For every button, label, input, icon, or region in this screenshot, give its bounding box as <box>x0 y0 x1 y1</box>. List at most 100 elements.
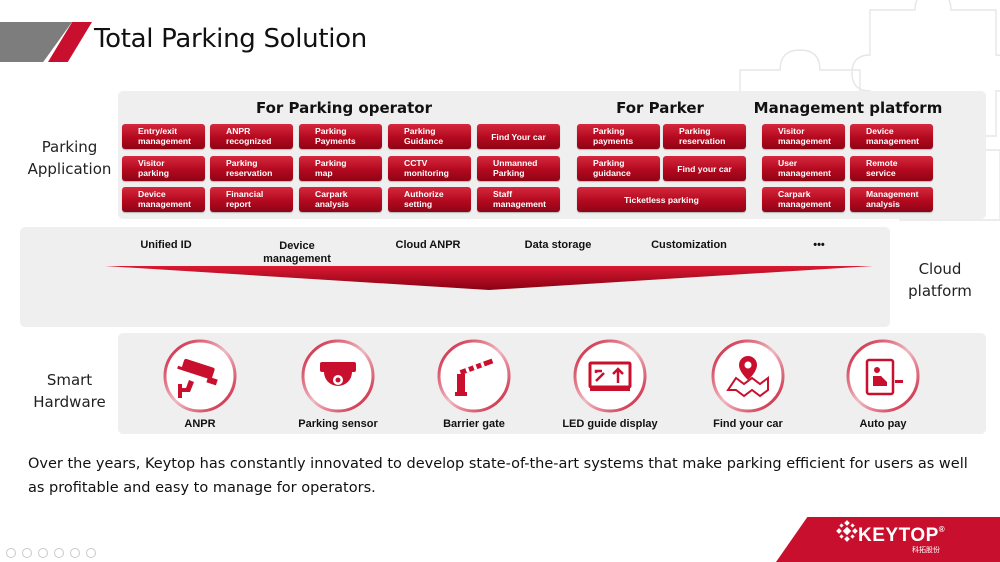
cloud-item-line: Cloud ANPR <box>395 239 461 251</box>
slide-control-pen-icon[interactable] <box>22 548 32 558</box>
cloud-item-line: Unified ID <box>140 239 192 251</box>
button-label-line: Parking <box>593 126 625 136</box>
label-line: Application <box>27 160 112 178</box>
cloud-item-line: management <box>263 253 331 265</box>
parker-group-title: For Parker <box>616 99 704 117</box>
slide-control-next-icon[interactable] <box>86 548 96 558</box>
cloud-item-cloud-anpr: Cloud ANPR <box>368 239 488 252</box>
cloud-item-customization: Customization <box>629 239 749 252</box>
button-label-line: Management <box>866 189 919 199</box>
slide-control-zoom-icon[interactable] <box>54 548 64 558</box>
hardware-label: Find your car <box>713 418 783 430</box>
button-label-line: Find Your car <box>491 131 546 142</box>
cloud-platform-label: Cloud platform <box>894 258 986 302</box>
button-label-line: Staff <box>493 189 513 199</box>
button-label: Find your car <box>677 164 731 174</box>
button-label-line: management <box>778 199 832 209</box>
button-label-line: Device <box>866 126 894 136</box>
cloud-item-more: ••• <box>759 239 879 252</box>
button-label-line: Carpark <box>315 189 348 199</box>
app-button-find-your-car[interactable]: Find Your car <box>477 124 560 149</box>
button-label-line: Parking <box>404 126 436 136</box>
hardware-item-anpr: ANPR <box>140 339 260 430</box>
description-text: Over the years, Keytop has constantly in… <box>28 456 968 496</box>
button-label-line: Ticketless parking <box>624 194 699 205</box>
cloud-item-unified-id: Unified ID <box>106 239 226 252</box>
button-label-line: reservation <box>226 168 273 178</box>
pay-kiosk-icon <box>846 339 920 413</box>
button-label-line: Carpark <box>778 189 811 199</box>
cloud-item-line: Data storage <box>524 239 592 251</box>
button-label-line: guidance <box>593 168 631 178</box>
page-title: Total Parking Solution <box>94 24 367 54</box>
button-label-line: management <box>778 168 832 178</box>
keytop-logo-icon <box>836 520 858 542</box>
brand-subtitle: 科拓股份 <box>912 547 940 554</box>
registered-mark: ® <box>938 525 946 534</box>
label-line: Hardware <box>33 393 106 411</box>
button-label-line: Payments <box>315 136 356 146</box>
button-label-line: Parking <box>315 126 347 136</box>
smart-hardware-label: Smart Hardware <box>22 369 117 413</box>
label-line: Cloud <box>918 260 962 278</box>
button-label-line: ANPR <box>226 126 251 136</box>
button-label-line: Unmanned <box>493 158 538 168</box>
button-label-line: Visitor <box>138 158 165 168</box>
button-label-line: Remote <box>866 158 898 168</box>
label-line: Parking <box>41 138 98 156</box>
slide-control-grid-icon[interactable] <box>38 548 48 558</box>
app-button-ticketless-parking[interactable]: Ticketless parking <box>577 187 746 212</box>
slide-control-menu-icon[interactable] <box>70 548 80 558</box>
brand-text: KEYTOP <box>858 525 939 546</box>
button-label-line: report <box>226 199 251 209</box>
operator-group-title: For Parking operator <box>255 99 433 117</box>
button-label-line: CCTV <box>404 158 428 168</box>
slide-control-prev-icon[interactable] <box>6 548 16 558</box>
hardware-item-barrier-gate: Barrier gate <box>414 339 534 430</box>
button-label-line: Parking <box>226 158 258 168</box>
app-button-find-your-car[interactable]: Find your car <box>663 156 746 181</box>
button-label-line: parking <box>138 168 170 178</box>
barrier-gate-icon <box>437 339 511 413</box>
button-label-line: reservation <box>679 136 726 146</box>
hardware-label: LED guide display <box>562 418 658 430</box>
button-label-line: User <box>778 158 798 168</box>
button-label-line: management <box>138 136 192 146</box>
button-label-line: Parking <box>315 158 347 168</box>
hardware-item-led-guide-display: LED guide display <box>550 339 670 430</box>
button-label-line: management <box>138 199 192 209</box>
